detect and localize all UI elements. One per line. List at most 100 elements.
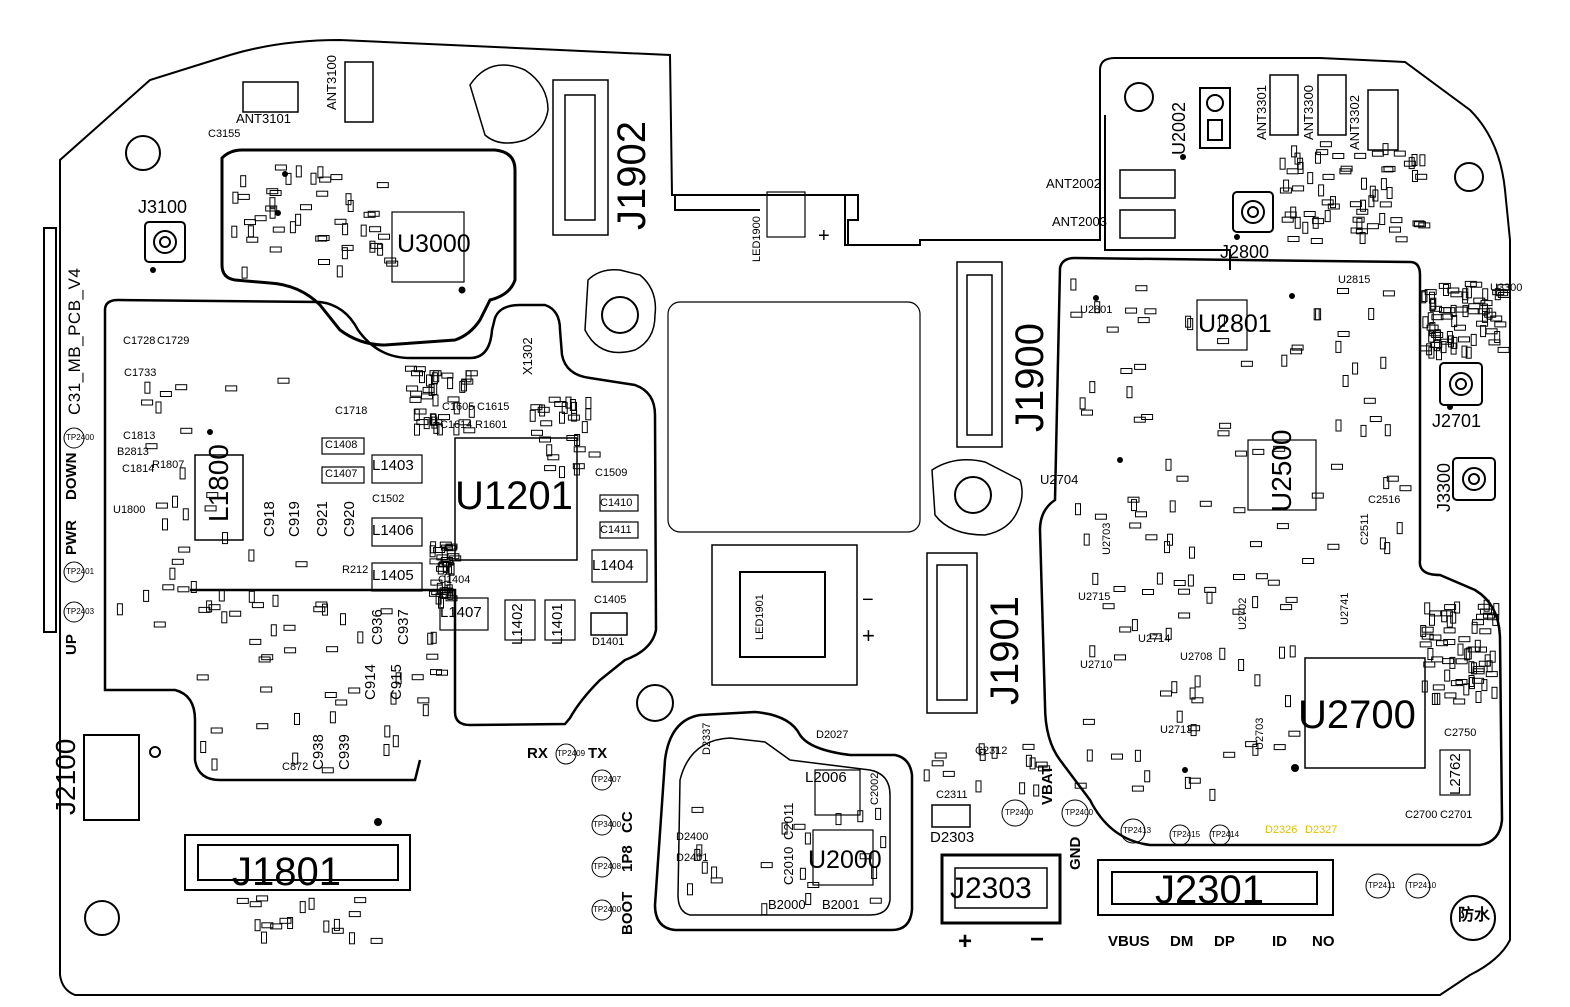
smd-pad: [390, 692, 397, 705]
label-ant3302: ANT3302: [1347, 95, 1362, 150]
smd-pad: [1252, 596, 1259, 609]
label-j2701: J2701: [1432, 411, 1482, 431]
smd-pad: [1422, 316, 1429, 329]
smd-pad: [237, 193, 250, 200]
label-1p8: 1P8: [619, 845, 636, 872]
smd-pad: [1450, 291, 1463, 298]
label-d2337: D2337: [701, 722, 713, 755]
u1201-body: [454, 437, 578, 561]
smd-pad: [1446, 615, 1453, 628]
smd-pad: [141, 399, 154, 406]
smd-pad: [1173, 580, 1186, 586]
label-u2703: U2703: [1254, 717, 1266, 750]
smd-pad: [1384, 424, 1391, 437]
smd-pad: [1393, 150, 1406, 157]
label-dm: DM: [1170, 933, 1194, 950]
smd-pad: [1450, 611, 1457, 624]
smd-pad: [1383, 165, 1396, 172]
smd-pad: [431, 416, 438, 429]
smd-pad: [260, 686, 273, 693]
smd-pad: [395, 672, 402, 685]
smd-pad: [453, 423, 460, 436]
label-c2311: C2311: [936, 789, 968, 801]
smd-pad: [1302, 221, 1309, 234]
label-r212: R212: [342, 564, 369, 576]
label-u2801: U2801: [1198, 310, 1272, 338]
smd-pad: [1352, 216, 1365, 223]
label-boot: BOOT: [619, 891, 636, 935]
smd-pad: [1315, 308, 1322, 321]
smd-pad: [249, 901, 262, 908]
smd-pad: [1444, 669, 1451, 682]
label-c919: C919: [286, 501, 303, 537]
tp-label: TP2408: [593, 862, 622, 871]
smd-pad: [458, 419, 471, 426]
smd-pad: [317, 166, 324, 179]
board-name: C31_MB_PCB_V4: [65, 267, 84, 415]
fan-shape: [469, 64, 549, 144]
smd-pad: [1290, 206, 1297, 219]
mount-hole: [1450, 895, 1496, 941]
smd-pad: [1447, 287, 1460, 294]
smd-pad: [316, 190, 329, 197]
smd-pad: [1455, 306, 1468, 313]
smd-pad: [427, 632, 434, 645]
smd-pad: [1450, 342, 1457, 355]
smd-pad: [547, 454, 560, 461]
smd-pad: [1285, 596, 1298, 603]
smd-pad: [1134, 363, 1147, 370]
smd-pad: [438, 561, 451, 568]
smd-pad: [171, 558, 184, 565]
label-u2715: U2715: [1078, 591, 1111, 603]
smd-pad: [1429, 610, 1442, 617]
smd-pad: [465, 370, 472, 383]
smd-pad: [540, 420, 553, 427]
smd-pad: [1291, 145, 1298, 158]
smd-pad: [1379, 537, 1386, 550]
smd-pad: [438, 414, 450, 421]
smd-pad: [463, 427, 476, 434]
smd-pad: [248, 549, 255, 562]
label-pwr: PWR: [63, 520, 80, 555]
smd-pad: [409, 396, 422, 403]
smd-pad: [295, 165, 302, 178]
mount-hole: [636, 684, 674, 722]
smd-pad: [1219, 647, 1226, 660]
smd-pad: [206, 492, 219, 499]
smd-pad: [1188, 725, 1201, 732]
label-u2702: U2702: [1237, 597, 1249, 630]
smd-pad: [1494, 321, 1507, 328]
led1901-inner: [739, 571, 826, 658]
smd-pad: [529, 409, 536, 422]
smd-pad: [1444, 604, 1457, 611]
region-u2000-inner: [677, 737, 891, 916]
label-waterproof: 防水: [1458, 907, 1491, 924]
smd-pad: [360, 224, 367, 237]
led1900-plus: +: [818, 225, 830, 247]
smd-pad: [1366, 223, 1379, 230]
label-c2700: C2700: [1405, 809, 1438, 821]
smd-pad: [1131, 619, 1138, 632]
smd-pad: [270, 923, 283, 930]
smd-pad: [436, 582, 443, 595]
smd-pad: [807, 882, 820, 888]
tp-label: TP2410: [1408, 881, 1437, 890]
label-d2400: D2400: [676, 831, 709, 843]
smd-pad: [1149, 633, 1162, 640]
smd-pad: [1395, 236, 1408, 243]
smd-pad: [1428, 346, 1435, 359]
smd-pad: [369, 226, 382, 233]
smd-pad: [1297, 157, 1304, 170]
smd-pad: [585, 397, 592, 409]
tp-label: TP3400: [593, 820, 622, 829]
smd-pad: [1419, 641, 1432, 648]
smd-pad: [1144, 770, 1151, 783]
smd-pad: [1135, 285, 1148, 292]
smd-pad: [1419, 154, 1426, 167]
smd-pad: [349, 932, 355, 945]
tp-label: TP2400: [66, 433, 95, 442]
smd-pad: [1428, 330, 1435, 343]
smd-pad: [246, 236, 259, 243]
smd-pad: [410, 390, 423, 397]
smd-pad: [317, 235, 330, 241]
